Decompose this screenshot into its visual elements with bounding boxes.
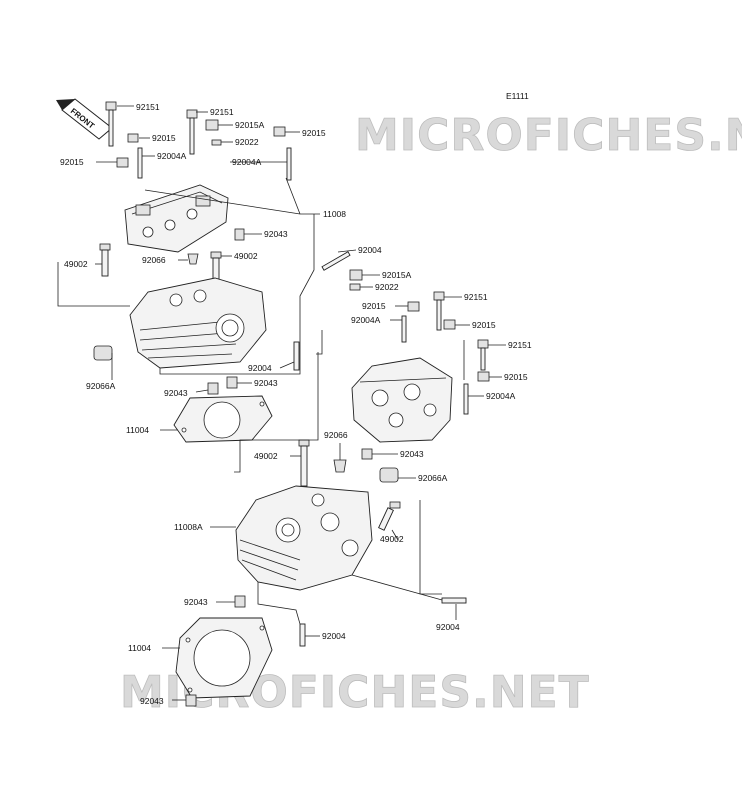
plug-92066A-b	[379, 467, 399, 483]
label-92043-b: 92043	[254, 378, 278, 388]
front-arrow-icon: FRONT	[56, 98, 113, 140]
label-11008A: 11008A	[174, 522, 203, 532]
nut-92015-d	[407, 301, 420, 312]
dowel-92043-b	[226, 376, 238, 389]
label-92004-a: 92004	[358, 245, 382, 255]
label-92043-d: 92043	[400, 449, 424, 459]
plug-92066A-a	[93, 345, 113, 361]
lower-head-group	[175, 439, 467, 707]
stud-92004-b	[321, 251, 351, 271]
dowel-92043-a	[234, 228, 245, 241]
label-92066A-a: 92066A	[86, 381, 116, 391]
washer-92022-b	[349, 283, 361, 291]
label-49002-c: 49002	[254, 451, 278, 461]
dowel-92043-e	[234, 595, 246, 608]
bolt-92151-center	[186, 109, 198, 155]
label-92043-a: 92043	[264, 229, 288, 239]
label-49002-b: 49002	[234, 251, 258, 261]
stud-92004-a	[293, 341, 300, 371]
nut-92015-b	[273, 126, 286, 137]
label-11004-a: 11004	[126, 425, 149, 435]
stud-92004A-d	[463, 383, 469, 415]
label-92015A-b: 92015A	[382, 270, 412, 280]
dowel-92043-c	[207, 382, 219, 395]
label-92004A-d: 92004A	[486, 391, 516, 401]
stud-92004A-c	[401, 315, 407, 343]
plug-49002-d	[378, 501, 401, 531]
label-92151-d: 92151	[508, 340, 532, 350]
washer-92022-a	[211, 139, 222, 146]
plug-49002-c	[298, 439, 310, 487]
bolt-92151-right-a	[433, 291, 445, 331]
label-92015-f: 92015	[504, 372, 528, 382]
dowel-92043-f	[185, 694, 197, 707]
label-92015-e: 92015	[472, 320, 496, 330]
part-labels: 92151 92151 92015A 92015 92022 92015 920…	[60, 102, 532, 706]
label-49002-a: 49002	[64, 259, 88, 269]
plug-49002-a	[99, 243, 111, 277]
nut-92015-e	[443, 319, 456, 330]
bolt-92151-left	[105, 101, 117, 147]
label-92004-c: 92004	[436, 622, 460, 632]
label-92043-e: 92043	[184, 597, 208, 607]
dowel-92043-d	[361, 448, 373, 460]
watermark-top: MICROFICHES.NET	[355, 110, 742, 161]
label-92004A-a: 92004A	[157, 151, 187, 161]
stud-92004-c	[441, 597, 467, 604]
label-92015-b: 92015	[302, 128, 326, 138]
right-head-group	[321, 251, 490, 460]
label-92004-b: 92004	[248, 363, 272, 373]
nut-92015-a	[127, 133, 139, 143]
label-92004A-c: 92004A	[351, 315, 381, 325]
nut-92015A-b	[349, 269, 363, 281]
label-92151-a: 92151	[136, 102, 160, 112]
diagram-code: E1111	[506, 91, 529, 101]
label-92015-a: 92015	[152, 133, 176, 143]
label-92043-c: 92043	[164, 388, 188, 398]
cylinder-head-upper	[129, 277, 267, 369]
label-92015-d: 92015	[362, 301, 386, 311]
stud-92004A-a	[137, 147, 143, 179]
label-92151-b: 92151	[210, 107, 234, 117]
label-92066-a: 92066	[142, 255, 166, 265]
nut-92015A-a	[205, 119, 219, 131]
plug-92066-a	[187, 253, 199, 265]
label-92004-d: 92004	[322, 631, 346, 641]
stud-92004-d	[299, 623, 306, 647]
label-92151-c: 92151	[464, 292, 488, 302]
label-49002-d: 49002	[380, 534, 404, 544]
label-11004-b: 11004	[128, 643, 151, 653]
nut-92015-c	[116, 157, 129, 168]
plug-49002-b	[210, 251, 222, 281]
stud-92004A-b	[286, 147, 292, 181]
label-11008: 11008	[323, 209, 346, 219]
gasket-11004-lower	[175, 617, 273, 699]
upper-head-group	[93, 101, 300, 443]
bolt-92151-right-b	[477, 339, 489, 371]
gasket-11004-upper	[173, 395, 273, 443]
plug-92066-b	[333, 459, 347, 473]
label-92066A-b: 92066A	[418, 473, 448, 483]
label-92043-f: 92043	[140, 696, 164, 706]
nut-92015-f	[477, 371, 490, 382]
label-92004A-b: 92004A	[232, 157, 262, 167]
leader-lines	[57, 105, 506, 701]
cylinder-head-right	[351, 357, 453, 443]
label-92022-b: 92022	[375, 282, 399, 292]
label-92015A-a: 92015A	[235, 120, 265, 130]
label-92015-c: 92015	[60, 157, 84, 167]
label-92022-a: 92022	[235, 137, 259, 147]
cylinder-head-lower	[235, 485, 373, 591]
label-92066-b: 92066	[324, 430, 348, 440]
